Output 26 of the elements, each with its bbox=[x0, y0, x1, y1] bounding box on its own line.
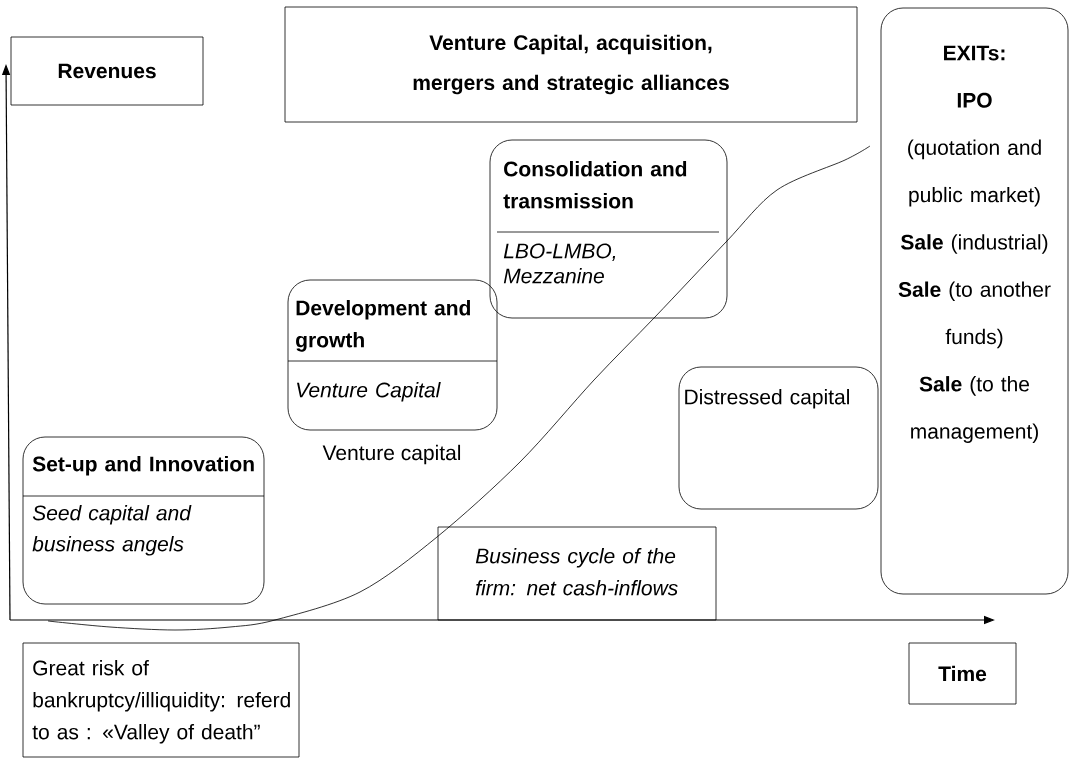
stage-box bbox=[489, 139, 728, 319]
caption-text: Venture capital bbox=[322, 444, 461, 465]
stage-box bbox=[287, 279, 498, 431]
exit-option: Sale (to the management) bbox=[911, 376, 1038, 443]
financing-text: LBO-LMBO, Mezzanine bbox=[503, 243, 616, 284]
stage-heading: Set-up and Innovation bbox=[32, 456, 254, 476]
note-text: Great risk of bankruptcy/illiquidity: referd to as : «Valley of death” bbox=[32, 660, 290, 744]
exit-option: Sale (to another funds) bbox=[898, 281, 1051, 349]
exit-option: Sale (industrial) bbox=[901, 234, 1048, 254]
label-box: Venture Capital, acquisition, mergers and strategic alliances bbox=[284, 6, 858, 123]
label-box: Revenues bbox=[10, 36, 204, 106]
stage-box bbox=[22, 436, 265, 605]
note-box bbox=[437, 526, 717, 621]
label-box: Time bbox=[908, 642, 1017, 705]
exit-heading: EXITs: bbox=[944, 45, 1005, 61]
exit-box bbox=[880, 7, 1069, 595]
exit-heading: IPO bbox=[957, 92, 992, 108]
note-text: Business cycle of the firm: net cash-inflows bbox=[475, 548, 678, 596]
stage-box bbox=[678, 366, 879, 510]
exit-option: (quotation and public market) bbox=[908, 139, 1041, 207]
stage-heading: Development and growth bbox=[296, 300, 470, 352]
financing-text: Seed capital and business angels bbox=[32, 505, 192, 556]
stage-heading: Consolidation and transmission bbox=[503, 161, 687, 209]
note-box bbox=[22, 642, 300, 758]
financing-text: Venture Capital bbox=[297, 382, 441, 402]
box-text: Distressed capital bbox=[685, 389, 849, 409]
